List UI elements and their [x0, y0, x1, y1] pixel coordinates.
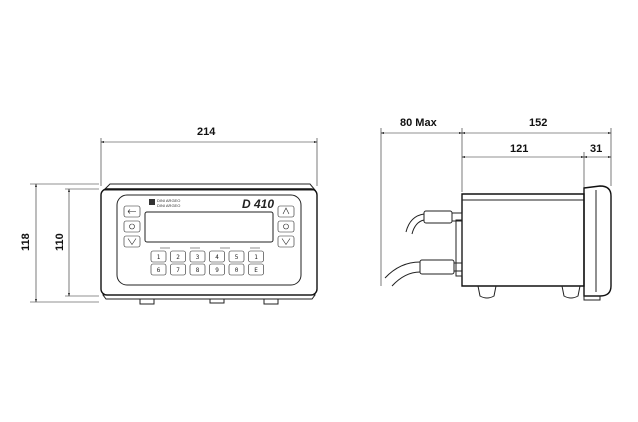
keypad-key-E[interactable]: E — [248, 263, 264, 276]
logo-line-1: DINI ARGEO — [157, 198, 180, 203]
keypad-key-frame — [228, 250, 245, 263]
dim-label-214: 214 — [197, 126, 216, 138]
dim-label-121: 121 — [510, 143, 528, 155]
dim-body-depth: 121 — [461, 143, 585, 188]
dim-overall-height: 118 — [20, 183, 99, 303]
keypad-key-frame — [150, 250, 167, 263]
arrow-left-icon[interactable] — [123, 205, 141, 218]
keypad-key-label: 5 — [235, 254, 239, 261]
chevron-down-icon[interactable] — [123, 235, 141, 248]
dim-label-80-max: 80 Max — [400, 117, 438, 129]
dim-panel-height: 110 — [54, 188, 99, 297]
keypad-key-frame — [209, 263, 225, 276]
side-front-bezel — [583, 185, 612, 297]
model-label: D 410 — [242, 197, 274, 211]
side-back-plate — [455, 219, 463, 277]
dim-label-152: 152 — [529, 117, 547, 129]
lower-cable — [384, 259, 463, 287]
keypad-key-frame — [170, 250, 186, 263]
front-bottom-lip — [102, 294, 316, 300]
keypad-key-label: 1 — [157, 254, 161, 261]
side-foot-front — [583, 295, 601, 301]
front-foot-right — [263, 298, 279, 305]
upper-cable — [405, 210, 463, 235]
keypad-key-9[interactable]: 9 — [209, 263, 225, 276]
display-window — [144, 211, 274, 243]
keypad-key-label: 4 — [215, 254, 219, 261]
side-body — [461, 193, 585, 287]
tare-icon[interactable] — [277, 205, 295, 218]
keypad-key-frame — [189, 250, 206, 263]
keypad-key-label: 7 — [176, 267, 180, 274]
numeric-keypad: 1 2 3 4 5 1 6 7 8 9 0 E — [150, 250, 264, 276]
keypad-key-5[interactable]: 5 — [228, 250, 245, 263]
dim-label-110: 110 — [54, 233, 66, 251]
print-icon[interactable] — [277, 220, 295, 233]
keypad-key-0[interactable]: 0 — [228, 263, 245, 276]
keypad-key-frame — [170, 263, 186, 276]
keypad-key-4[interactable]: 4 — [209, 250, 225, 263]
left-keys — [123, 205, 141, 248]
keypad-key-label: E — [254, 267, 258, 274]
keypad-key-frame — [228, 263, 245, 276]
dim-total-depth: 152 — [461, 117, 612, 186]
keypad-key-label: 1 — [254, 254, 258, 261]
keypad-key-1[interactable]: 1 — [248, 250, 264, 263]
keypad-key-6[interactable]: 6 — [150, 263, 167, 276]
brand-logo: DINI ARGEO DINI ARGEO — [149, 198, 180, 208]
keypad-key-label: 2 — [176, 254, 180, 261]
front-foot-center — [209, 298, 225, 304]
chevron-down-icon[interactable] — [277, 235, 295, 248]
dim-front-width: 214 — [100, 126, 318, 186]
right-keys — [277, 205, 295, 248]
keypad-key-2[interactable]: 2 — [170, 250, 186, 263]
keypad-key-label: 8 — [196, 267, 200, 274]
keypad-key-1[interactable]: 1 — [150, 250, 167, 263]
front-view: DINI ARGEO DINI ARGEO D 410 1 2 3 4 5 1 6 7 8 — [100, 183, 318, 305]
keypad-key-label: 0 — [235, 267, 239, 274]
keypad-key-7[interactable]: 7 — [170, 263, 186, 276]
dim-cable-clearance: 80 Max — [380, 117, 463, 286]
front-top-bezel — [102, 183, 317, 191]
keypad-key-frame — [189, 263, 206, 276]
zero-icon[interactable] — [123, 220, 141, 233]
keypad-key-8[interactable]: 8 — [189, 263, 206, 276]
keypad-key-frame — [248, 263, 264, 276]
dim-front-depth: 31 — [583, 143, 612, 159]
keypad-key-label: 9 — [215, 267, 219, 274]
keypad-key-frame — [209, 250, 225, 263]
keypad-key-frame — [150, 263, 167, 276]
keypad-key-3[interactable]: 3 — [189, 250, 206, 263]
dim-label-31: 31 — [590, 143, 602, 155]
front-foot-left — [139, 298, 155, 305]
logo-line-2: DINI ARGEO — [157, 203, 180, 208]
side-foot-left — [477, 285, 497, 299]
keypad-key-label: 6 — [157, 267, 161, 274]
side-view — [384, 185, 612, 301]
front-panel — [116, 194, 302, 286]
dim-label-118: 118 — [20, 233, 32, 251]
side-foot-right — [561, 285, 581, 299]
keypad-key-label: 3 — [196, 254, 200, 261]
keypad-key-frame — [248, 250, 264, 263]
